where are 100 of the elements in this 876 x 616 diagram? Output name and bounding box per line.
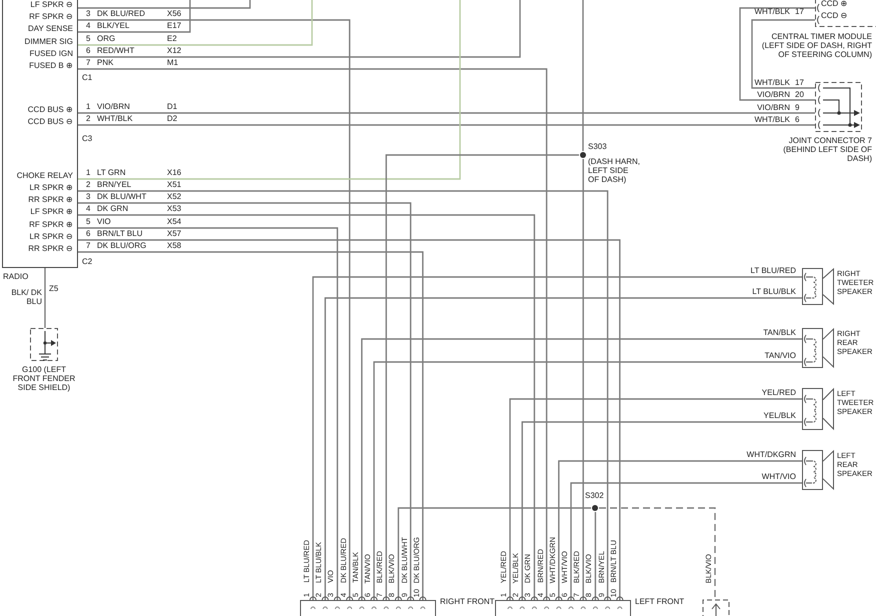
pin-number: 7 [86, 241, 90, 250]
pin-label: DAY SENSE [26, 24, 73, 33]
pin-label: CCD ⊖ [821, 11, 848, 20]
pin-number: 1 [86, 168, 90, 177]
circuit-code: D1 [167, 102, 178, 111]
wire-color-label: BRN/LT BLU [97, 229, 142, 238]
circuit-code: X57 [167, 229, 182, 238]
pin-number: 3 [86, 9, 90, 18]
pin-number: 4 [86, 21, 90, 30]
wire [44, 268, 46, 328]
pin-number: 4 [86, 204, 90, 213]
wire-color-label: WHT/BLK [97, 114, 133, 123]
circuit-code: X52 [167, 192, 182, 201]
pin-label: RR SPKR ⊕ [27, 195, 73, 204]
connector-label: LEFT FRONT [635, 597, 684, 606]
wire-color-label: VIO/BRN [757, 90, 790, 99]
wire [78, 0, 521, 58]
pin-number: 17 [795, 7, 804, 16]
wire [594, 512, 596, 600]
pin-label: DIMMER SIG [24, 37, 73, 46]
pin-label: LF SPKR ⊕ [29, 207, 73, 216]
circuit-code: X16 [167, 168, 182, 177]
connector-id: C1 [82, 73, 92, 82]
wire-color-label: WHT/BLK [754, 115, 790, 124]
wire [582, 159, 584, 600]
module-label: RADIO [3, 272, 28, 281]
circuit-code: E2 [167, 34, 177, 43]
circuit-code: E17 [167, 21, 182, 30]
wire [78, 227, 338, 600]
wire-label: TAN/VIO [764, 351, 796, 360]
wire-color-label: BLK/YEL [97, 21, 130, 30]
circuit-code: X56 [167, 9, 182, 18]
wire [78, 0, 251, 9]
wire-color-label: DK BLU/WHT [97, 192, 146, 201]
connector-id: C2 [82, 257, 92, 266]
wire-color-label: VIO/BRN [757, 103, 790, 112]
circuit-code: X58 [167, 241, 182, 250]
pin-label: RF SPKR ⊕ [28, 220, 73, 229]
wire [558, 460, 802, 600]
wire [599, 507, 716, 600]
wire [739, 7, 815, 101]
wire-label: TAN/BLK [763, 328, 796, 337]
pin-label: CHOKE RELAY [16, 171, 73, 180]
wire-label: LT BLU/RED [750, 266, 796, 275]
wire [522, 421, 802, 600]
wire-label: YEL/BLK [764, 411, 796, 420]
wire [78, 124, 815, 126]
wire [78, 0, 461, 180]
circuit-code: D2 [167, 114, 178, 123]
wire-label: Z5 [49, 284, 58, 293]
pin-number: 5 [86, 34, 90, 43]
pin-number: 1 [86, 102, 90, 111]
pin-number: 3 [86, 192, 90, 201]
pin-number: 6 [795, 115, 800, 124]
connector-label: RIGHT FRONT [440, 597, 495, 606]
pin-number: 17 [795, 78, 804, 87]
wire-label: WHT/DKGRN [746, 450, 796, 459]
ground-label: G100 (LEFT FRONT FENDER SIDE SHIELD) [12, 365, 76, 392]
pin-label: LF SPKR ⊖ [29, 0, 73, 9]
pin-number: 9 [795, 103, 800, 112]
splice-label: S303 [588, 142, 607, 151]
wire [751, 19, 815, 89]
splice-label: S302 [585, 491, 604, 500]
pin-label: CCD BUS ⊖ [26, 117, 73, 126]
pin-label: CCD BUS ⊕ [26, 105, 73, 114]
wire [78, 19, 350, 600]
wire [386, 154, 579, 600]
wire-color-label: LT GRN [97, 168, 126, 177]
wire [570, 482, 802, 600]
wire-color-label: BRN/YEL [97, 180, 132, 189]
wire-connector [703, 600, 729, 616]
wire-label: WHT/VIO [762, 472, 796, 481]
wire [582, 0, 584, 151]
wire-color-label: DK GRN [97, 204, 128, 213]
wire [509, 398, 802, 600]
pin-label: RF SPKR ⊖ [28, 12, 73, 21]
pin-number: 7 [86, 58, 90, 67]
pin-label: RR SPKR ⊖ [27, 244, 73, 253]
pin-label: FUSED B ⊕ [28, 61, 73, 70]
pin-number: 6 [86, 229, 90, 238]
wire-color-label: VIO/BRN [97, 102, 130, 111]
wire-color-label: PNK [97, 58, 114, 67]
pin-number: 20 [795, 90, 804, 99]
location-note: (DASH HARN, LEFT SIDE OF DASH) [588, 157, 640, 184]
wire [78, 0, 313, 46]
pin-number: 2 [86, 114, 90, 123]
pin-number: 5 [86, 217, 90, 226]
wire-color-label: RED/WHT [97, 46, 134, 55]
wire [78, 214, 536, 600]
wire-color-label: BLK/ DK BLU [10, 288, 42, 306]
pin-number: 2 [86, 180, 90, 189]
wire-color-label: WHT/BLK [754, 7, 790, 16]
pin-label: LR SPKR ⊕ [28, 183, 73, 192]
module-label: CENTRAL TIMER MODULE (LEFT SIDE OF DASH, RIGHT OF STEERING COLUMN) [760, 32, 872, 59]
wire-color-label: DK BLU/RED [97, 9, 146, 18]
circuit-code: M1 [167, 58, 178, 67]
pin-label: FUSED IGN [28, 49, 73, 58]
wire-color-label: VIO [97, 217, 111, 226]
wire [78, 68, 548, 600]
connector-label: JOINT CONNECTOR 7 (BEHIND LEFT SIDE OF DASH) [782, 136, 872, 163]
